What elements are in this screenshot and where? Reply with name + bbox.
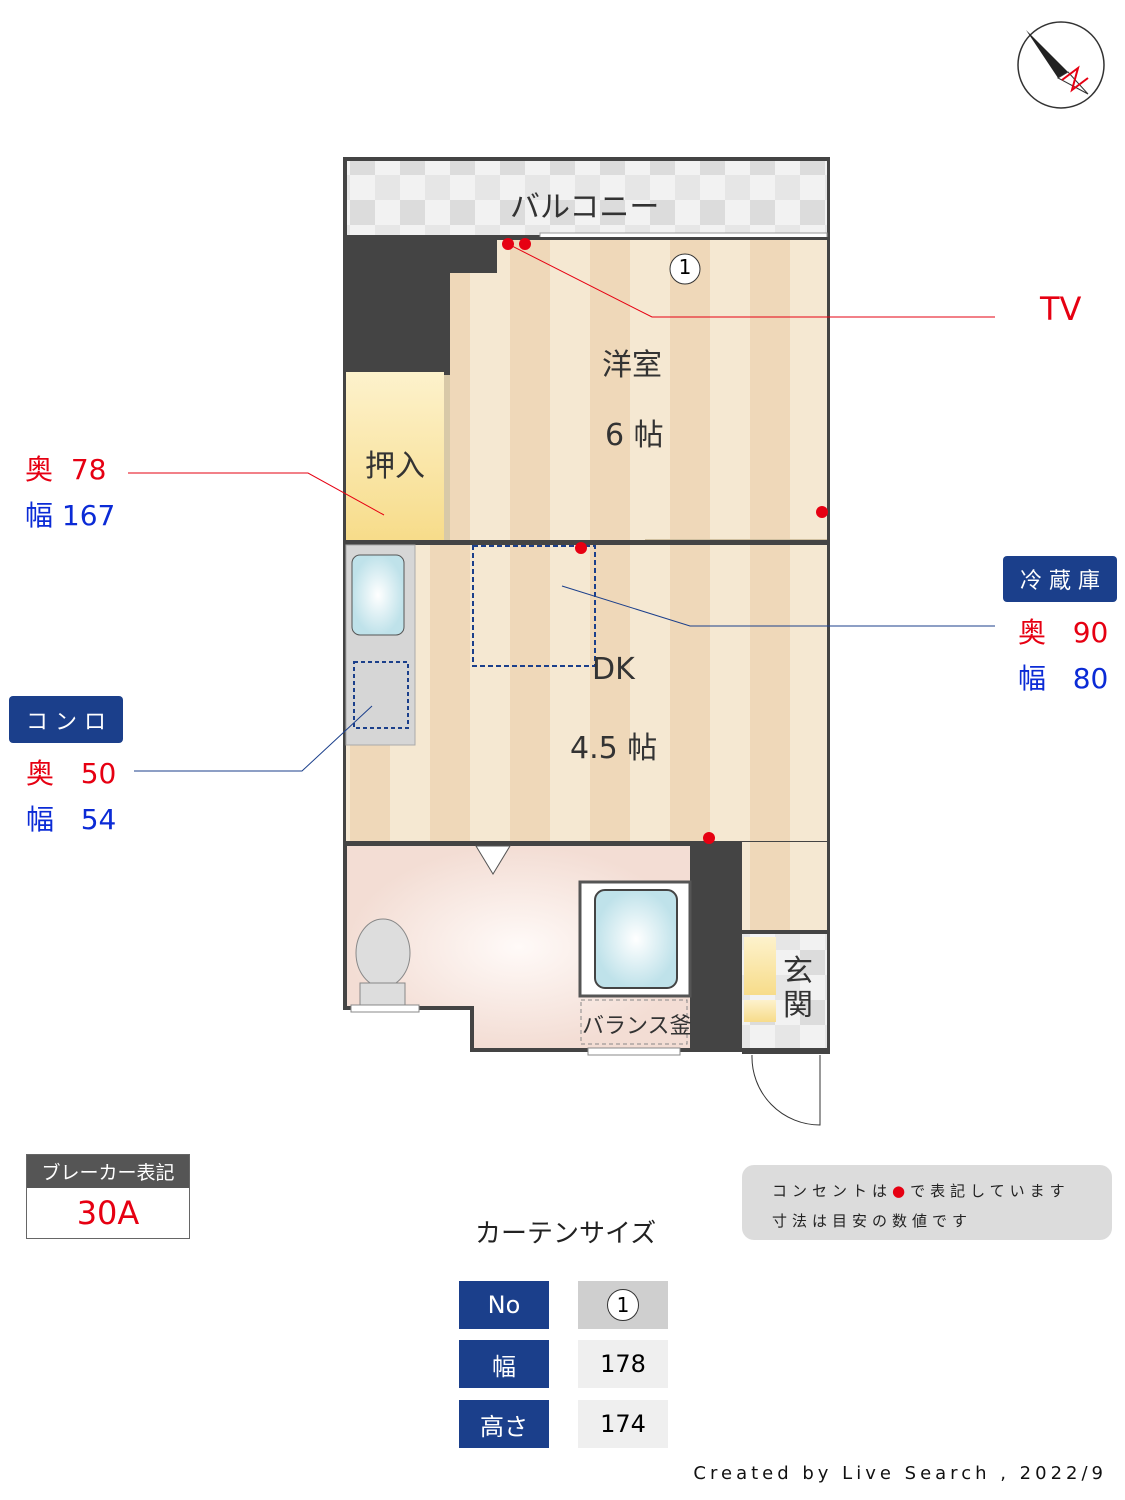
width-label: 幅: [26, 803, 55, 836]
western-room-size: 6 帖: [605, 418, 664, 453]
fridge-area: [472, 545, 596, 667]
curtain-no-value: 1: [578, 1281, 668, 1329]
stove-badge: コ ン ロ: [9, 696, 123, 743]
balcony-floor: [347, 161, 827, 235]
breaker-box: ブレーカー表記 30A: [26, 1154, 190, 1239]
sink: [351, 554, 405, 636]
note-text: 寸法は目安の数値です: [772, 1212, 973, 1230]
outlet-markers: [502, 238, 828, 844]
curtain-header-no: No: [459, 1281, 549, 1329]
depth-value: 50: [80, 757, 117, 790]
toilet: [359, 982, 406, 1008]
curtain-height-value: 174: [578, 1400, 668, 1448]
bathtub: [594, 889, 678, 989]
breaker-value: 30A: [76, 1194, 140, 1232]
balcony-label: バルコニー: [510, 190, 660, 225]
depth-value: 78: [70, 453, 107, 486]
width-value: 167: [61, 499, 116, 532]
compass-icon: [1017, 21, 1105, 109]
note-box: コンセントは●で表記しています 寸法は目安の数値です: [742, 1165, 1112, 1240]
curtain-header-width: 幅: [459, 1340, 549, 1388]
fridge-badge: 冷 蔵 庫: [1003, 556, 1117, 602]
closet-dimensions: 奥 78 幅 167: [25, 448, 135, 534]
curtain-title: カーテンサイズ: [475, 1219, 657, 1249]
western-room-label: 洋室: [602, 348, 662, 383]
outlet-legend-icon: ●: [892, 1182, 911, 1200]
depth-label: 奥: [26, 757, 55, 790]
curtain-header-height: 高さ: [459, 1400, 549, 1448]
width-label: 幅: [25, 499, 54, 532]
fridge-dimensions: 奥 90 幅 80: [1018, 611, 1108, 697]
width-value: 54: [80, 803, 117, 836]
depth-label: 奥: [1018, 616, 1047, 649]
note-text: で表記しています: [910, 1182, 1070, 1200]
breaker-title: ブレーカー表記: [27, 1155, 189, 1188]
stove-dimensions: 奥 50 幅 54: [26, 752, 116, 838]
closet-label: 押入: [365, 449, 425, 484]
tv-label: TV: [1040, 290, 1082, 328]
width-label: 幅: [1018, 662, 1047, 695]
entrance-label: 玄関: [783, 954, 813, 1023]
entrance-door: [751, 1054, 821, 1126]
dk-size: 4.5 帖: [570, 731, 658, 766]
curtain-number: 1: [607, 1289, 639, 1321]
stove-area: [353, 661, 409, 729]
curtain-width-value: 178: [578, 1340, 668, 1388]
water-heater-label: バランス釜: [582, 1014, 692, 1039]
dk-label: DK: [592, 652, 635, 687]
depth-value: 90: [1072, 616, 1109, 649]
depth-label: 奥: [25, 453, 54, 486]
credit-text: Created by Live Search , 2022/9: [693, 1463, 1107, 1484]
note-text: コンセントは: [772, 1182, 893, 1200]
window-marker: 1: [678, 255, 692, 279]
width-value: 80: [1072, 662, 1109, 695]
